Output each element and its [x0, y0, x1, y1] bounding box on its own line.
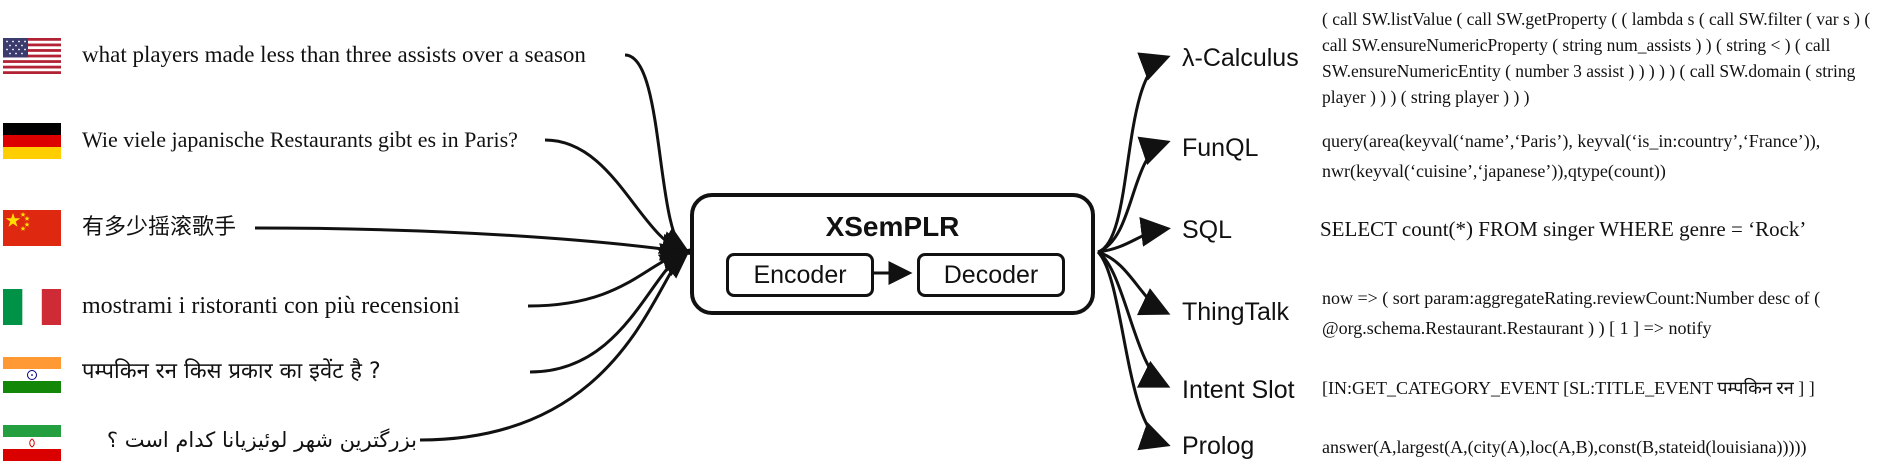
india-flag	[3, 357, 61, 393]
germany-flag	[3, 123, 61, 159]
formalism-prolog: Prolog	[1182, 432, 1255, 460]
italy-flag	[3, 289, 61, 325]
output-arrow-5	[1097, 250, 1171, 388]
decoder-box: Decoder	[917, 253, 1065, 297]
input-chinese: 有多少摇滚歌手	[82, 215, 237, 240]
mr-lambda-calculus: ( call SW.listValue ( call SW.getPropert…	[1322, 9, 1871, 107]
input-italian: mostrami i ristoranti con più recensioni	[82, 293, 460, 319]
input-english: what players made less than three assist…	[82, 42, 586, 67]
formalism-thingtalk: ThingTalk	[1182, 298, 1289, 326]
mr-prolog: answer(A,largest(A,(city(A),loc(A,B),con…	[1322, 437, 1807, 457]
input-arrow-5	[529, 249, 692, 374]
output-arrow-1	[1097, 52, 1171, 254]
output-arrow-4	[1097, 250, 1171, 316]
input-persian: بزرگترین شهر لوئیزیانا کدام است ؟	[106, 428, 417, 452]
model-title: XSemPLR	[825, 211, 960, 242]
encoder-box: Encoder	[726, 253, 874, 297]
input-arrow-3	[254, 226, 692, 264]
formalism-intent-slot: Intent Slot	[1182, 376, 1295, 404]
mr-intent-slot: [IN:GET_CATEGORY_EVENT [SL:TITLE_EVENT प…	[1322, 378, 1815, 398]
mr-sql: SELECT count(*) FROM singer WHERE genre …	[1320, 217, 1807, 241]
formalism-sql: SQL	[1182, 216, 1233, 244]
xsemplr-model-box: XSemPLR Encoder Decoder	[690, 193, 1095, 315]
formalism-funql: FunQL	[1182, 134, 1259, 162]
input-arrow-1	[624, 53, 692, 255]
input-german: Wie viele japanische Restaurants gibt es…	[82, 127, 518, 152]
output-arrow-3	[1097, 216, 1171, 254]
china-flag	[3, 210, 61, 246]
formalism-lambda-calculus: λ-Calculus	[1182, 44, 1299, 72]
us-flag	[3, 38, 61, 74]
input-arrow-4	[527, 243, 692, 308]
input-hindi: पम्पकिन रन किस प्रकार का इवेंट है ?	[82, 359, 381, 384]
mr-funql: query(area(keyval(‘name’,‘Paris’), keyva…	[1322, 131, 1821, 181]
output-arrow-6	[1096, 250, 1171, 451]
iran-flag	[3, 425, 61, 461]
output-arrow-2	[1097, 136, 1171, 254]
input-arrow-6	[419, 248, 691, 442]
mr-thingtalk: now => ( sort param:aggregateRating.revi…	[1322, 288, 1821, 338]
